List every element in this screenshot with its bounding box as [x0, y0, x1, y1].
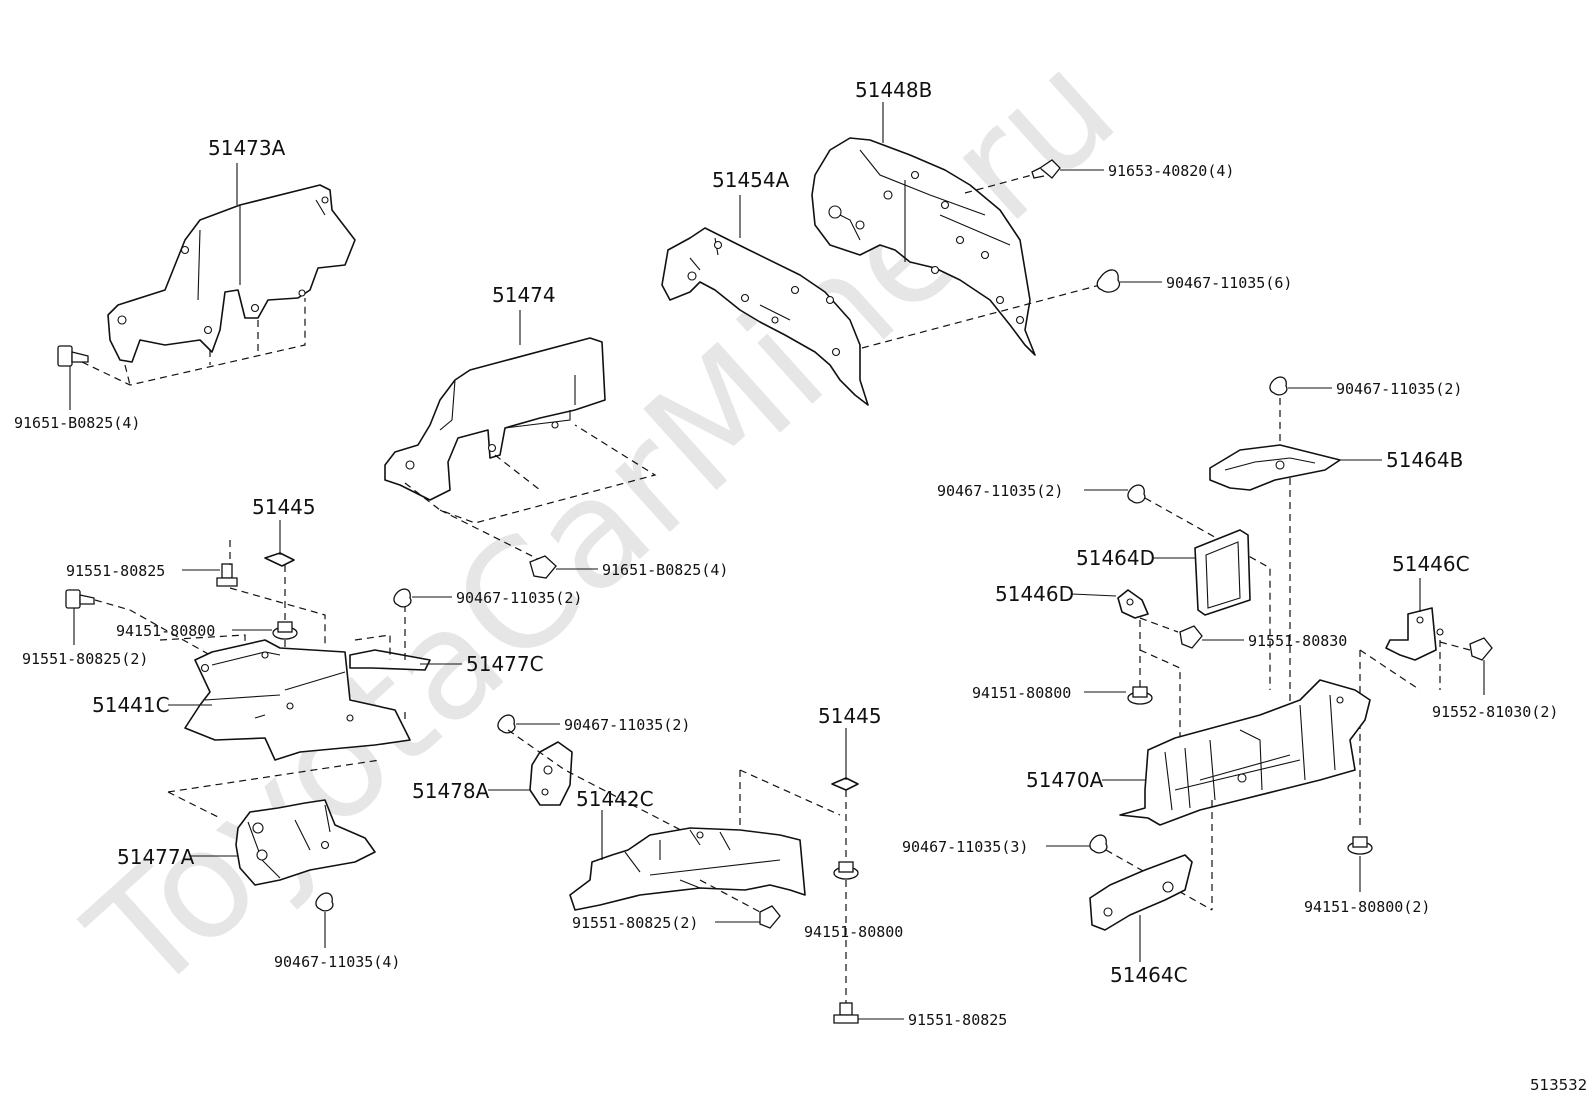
bolt-91651-B0825-left: [57, 345, 89, 367]
part-51448B-shape[interactable]: [811, 137, 1036, 356]
clip-90467-11035-2-b: [497, 714, 516, 734]
label-51445-lower: 51445: [818, 704, 882, 728]
part-51464C-shape[interactable]: [1089, 854, 1193, 931]
clip-90467-11035-2-c: [1269, 376, 1288, 396]
label-91551-80825-b: 91551-80825: [908, 1011, 1007, 1029]
label-91551-80825-a: 91551-80825: [66, 562, 165, 580]
bracket-51445-lower: [831, 777, 859, 791]
label-91651-B0825-4-mid: 91651-B0825(4): [602, 561, 728, 579]
clip-90467-11035-6: [1096, 269, 1121, 293]
label-51477C: 51477C: [466, 652, 544, 676]
label-94151-80800-b: 94151-80800: [804, 923, 903, 941]
label-91651-B0825-4-left: 91651-B0825(4): [14, 414, 140, 432]
part-51473A-shape[interactable]: [107, 184, 356, 363]
label-91551-80825-2-a: 91551-80825(2): [22, 650, 148, 668]
clip-90467-11035-2-d: [1127, 484, 1146, 504]
label-51477A: 51477A: [117, 845, 195, 869]
label-90467-11035-6: 90467-11035(6): [1166, 274, 1292, 292]
part-51477A-shape[interactable]: [235, 799, 376, 886]
label-90467-11035-2-d: 90467-11035(2): [937, 482, 1063, 500]
part-51478A-shape[interactable]: [529, 741, 573, 806]
bolt-91551-80825-a: [216, 563, 238, 587]
bolt-91552-81030: [1469, 637, 1493, 661]
label-51442C: 51442C: [576, 787, 654, 811]
part-51474-shape[interactable]: [384, 337, 606, 501]
label-51478A: 51478A: [412, 779, 490, 803]
label-51448B: 51448B: [855, 78, 932, 102]
part-51470A-shape[interactable]: [1119, 679, 1371, 826]
nut-94151-80800-2: [1347, 836, 1373, 855]
label-94151-80800-2: 94151-80800(2): [1304, 898, 1430, 916]
bracket-51445-upper: [264, 552, 295, 567]
clip-90467-11035-4: [315, 892, 334, 912]
part-51454A-shape[interactable]: [661, 227, 869, 406]
nut-94151-80800-b: [833, 861, 859, 880]
bolt-91551-80830: [1179, 625, 1203, 649]
part-51446C-shape[interactable]: [1385, 607, 1444, 661]
label-51470A: 51470A: [1026, 768, 1104, 792]
label-90467-11035-3: 90467-11035(3): [902, 838, 1028, 856]
label-90467-11035-2-c: 90467-11035(2): [1336, 380, 1462, 398]
label-51464C: 51464C: [1110, 963, 1188, 987]
label-90467-11035-4: 90467-11035(4): [274, 953, 400, 971]
label-51441C: 51441C: [92, 693, 170, 717]
label-91653-40820-4: 91653-40820(4): [1108, 162, 1234, 180]
label-91552-81030-2: 91552-81030(2): [1432, 703, 1558, 721]
label-51446C: 51446C: [1392, 552, 1470, 576]
bolt-91653-40820: [1031, 159, 1061, 179]
label-90467-11035-2-b: 90467-11035(2): [564, 716, 690, 734]
label-51445-upper: 51445: [252, 495, 316, 519]
label-91551-80825-2-b: 91551-80825(2): [572, 914, 698, 932]
label-51454A: 51454A: [712, 168, 790, 192]
bolt-91551-80825-2: [65, 589, 95, 609]
label-51474: 51474: [492, 283, 556, 307]
label-51464D: 51464D: [1076, 546, 1155, 570]
label-51446D: 51446D: [995, 582, 1074, 606]
label-51464B: 51464B: [1386, 448, 1463, 472]
part-51464B-shape[interactable]: [1209, 444, 1341, 491]
nut-94151-80800-a: [272, 621, 298, 640]
part-51442C-shape[interactable]: [569, 827, 806, 911]
part-51441C-shape[interactable]: [184, 639, 411, 761]
figure-number: 513532: [1530, 1076, 1587, 1094]
label-91551-80830: 91551-80830: [1248, 632, 1347, 650]
label-51473A: 51473A: [208, 136, 286, 160]
label-94151-80800-c: 94151-80800: [972, 684, 1071, 702]
bolt-91551-80825-b: [833, 1002, 859, 1024]
bolt-91651-B0825-mid: [529, 555, 557, 579]
part-51464D-shape[interactable]: [1194, 529, 1251, 616]
label-94151-80800-a: 94151-80800: [116, 622, 215, 640]
clip-90467-11035-3: [1089, 834, 1108, 854]
bolt-91551-80825-2-b: [759, 905, 781, 929]
label-90467-11035-2-a: 90467-11035(2): [456, 589, 582, 607]
nut-94151-80800-c: [1127, 686, 1153, 705]
part-51446D-shape[interactable]: [1117, 589, 1149, 619]
clip-90467-11035-2-a: [393, 588, 412, 608]
